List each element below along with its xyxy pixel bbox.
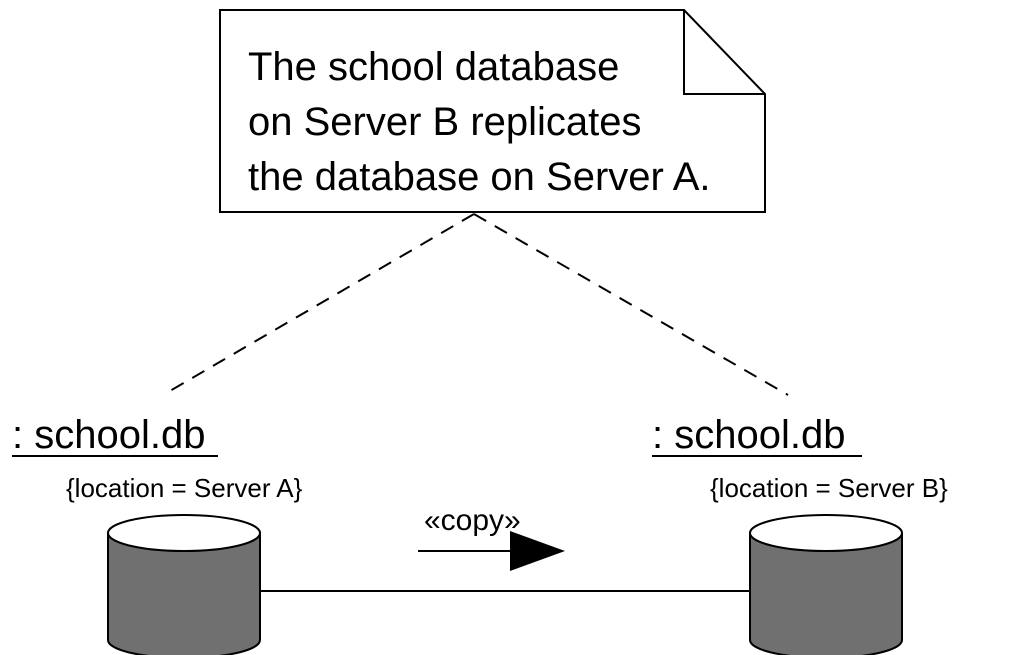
- note-anchor-line-left: [162, 213, 475, 396]
- note-anchor-line-right: [473, 213, 789, 396]
- artifact-server-b: : school.db {location = Server B}: [652, 413, 948, 655]
- cylinder-top-right: [749, 514, 903, 552]
- copy-dependency-label: «copy»: [418, 504, 565, 571]
- comment-note: The school database on Server B replicat…: [219, 9, 766, 213]
- note-line-1: The school database: [248, 45, 619, 89]
- location-constraint-right: {location = Server B}: [710, 473, 948, 503]
- database-cylinder-right: [749, 514, 903, 655]
- artifact-name-left: : school.db: [12, 413, 205, 457]
- note-line-2: on Server B replicates: [248, 100, 642, 144]
- location-constraint-left: {location = Server A}: [66, 473, 303, 503]
- artifact-server-a: : school.db {location = Server A}: [12, 413, 303, 655]
- copy-stereotype: «copy»: [424, 504, 521, 537]
- database-cylinder-left: [107, 514, 261, 655]
- cylinder-body-left: [107, 532, 261, 655]
- note-dog-ear: [683, 10, 765, 95]
- artifact-name-right: : school.db: [652, 413, 845, 457]
- cylinder-top-left: [107, 514, 261, 552]
- direction-arrow-head: [510, 531, 565, 571]
- cylinder-body-right: [749, 532, 903, 655]
- note-outline: [219, 9, 766, 213]
- note-line-3: the database on Server A.: [248, 155, 711, 199]
